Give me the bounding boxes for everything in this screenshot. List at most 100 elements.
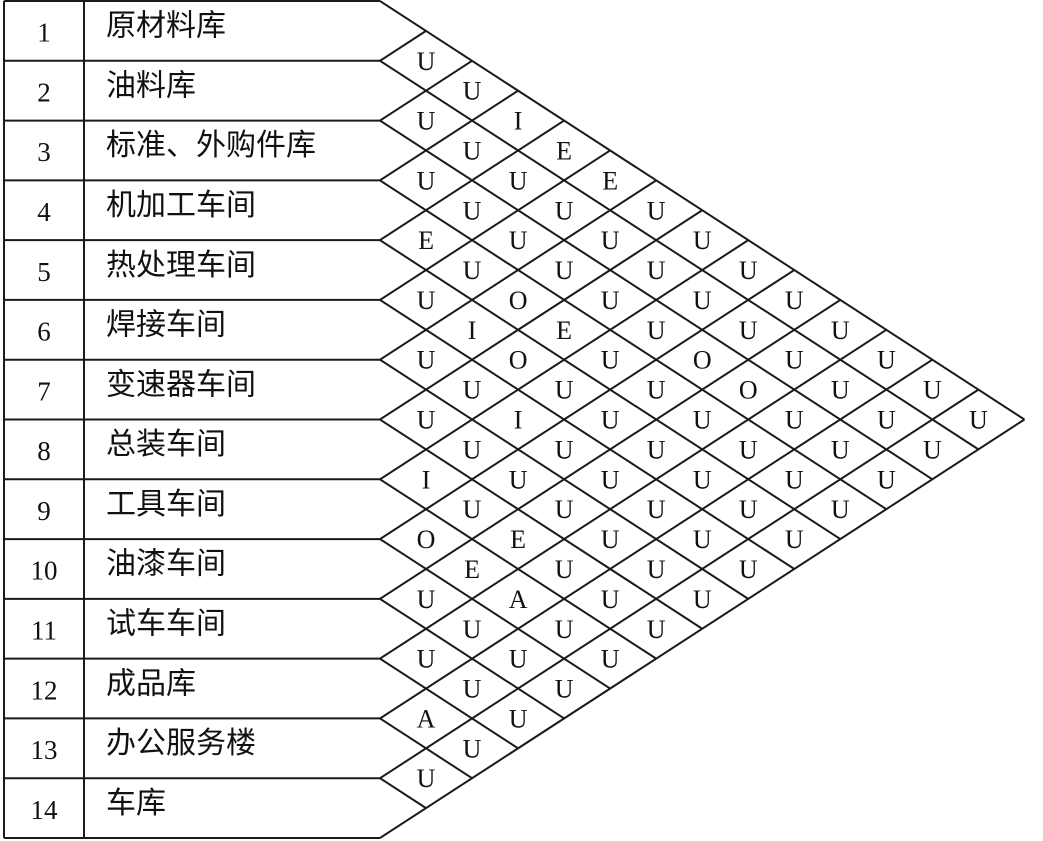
department-number: 8 bbox=[37, 436, 51, 466]
relationship-cell-8-11: E bbox=[510, 525, 526, 554]
relationship-cell-9-10: O bbox=[417, 525, 436, 554]
relationship-cell-5-11: U bbox=[647, 435, 666, 464]
department-number: 13 bbox=[31, 735, 58, 765]
relationship-cell-2-5: U bbox=[509, 166, 528, 195]
relationship-cell-9-13: U bbox=[555, 615, 574, 644]
department-number: 6 bbox=[37, 317, 51, 347]
relationship-cell-6-9: I bbox=[514, 406, 523, 435]
relationship-cell-11-14: U bbox=[509, 704, 528, 733]
relationship-cell-1-9: U bbox=[739, 256, 758, 285]
relationship-cell-1-14: U bbox=[969, 406, 988, 435]
relationship-cell-7-11: U bbox=[555, 495, 574, 524]
department-number: 9 bbox=[37, 496, 51, 526]
relationship-cell-3-6: U bbox=[509, 226, 528, 255]
department-name: 机加工车间 bbox=[106, 188, 256, 223]
relationship-cell-3-10: O bbox=[693, 346, 712, 375]
relationship-cell-2-7: U bbox=[601, 226, 620, 255]
department-number: 7 bbox=[37, 376, 51, 406]
row-divider-lines bbox=[4, 0, 380, 839]
relationship-cell-3-13: U bbox=[831, 435, 850, 464]
relationship-cell-5-8: O bbox=[509, 346, 528, 375]
grid-diagonal-up bbox=[379, 59, 473, 122]
relationship-cell-5-13: U bbox=[739, 495, 758, 524]
department-number: 5 bbox=[37, 257, 51, 287]
relationship-cell-1-4: I bbox=[514, 107, 523, 136]
grid-diagonal-up bbox=[379, 269, 795, 540]
department-number: 1 bbox=[37, 18, 51, 48]
relationship-cell-4-5: E bbox=[418, 226, 434, 255]
grid-diagonal-up bbox=[379, 328, 887, 660]
department-name: 变速器车间 bbox=[106, 367, 256, 402]
department-number: 2 bbox=[37, 77, 51, 107]
relationship-cell-6-14: U bbox=[739, 555, 758, 584]
department-name: 车库 bbox=[106, 786, 166, 821]
relationship-cell-7-8: U bbox=[417, 406, 436, 435]
relationship-cell-2-9: U bbox=[693, 286, 712, 315]
relationship-cell-7-12: U bbox=[601, 525, 620, 554]
relationship-cell-3-12: U bbox=[785, 406, 804, 435]
department-name: 原材料库 bbox=[106, 9, 226, 44]
relationship-cell-12-14: U bbox=[463, 734, 482, 763]
relationship-cell-13-14: U bbox=[417, 764, 436, 793]
relationship-cell-1-5: E bbox=[556, 136, 572, 165]
relationship-cell-4-9: U bbox=[601, 346, 620, 375]
relationship-cell-3-8: U bbox=[601, 286, 620, 315]
relationship-cell-4-11: U bbox=[693, 406, 712, 435]
department-number: 12 bbox=[31, 675, 58, 705]
grid-diagonal-down bbox=[379, 418, 703, 630]
relationship-cell-10-11: U bbox=[417, 585, 436, 614]
relationship-cell-5-9: U bbox=[555, 376, 574, 405]
relationship-cell-2-14: U bbox=[923, 435, 942, 464]
relationship-cell-8-12: U bbox=[555, 555, 574, 584]
grid-diagonal-up bbox=[379, 119, 565, 241]
department-name: 成品库 bbox=[106, 666, 196, 701]
relationship-cells: UUIEEUUUUUUUUUUUUUUUUUUUUUUUUUUOOUUUEUOE… bbox=[417, 47, 988, 793]
grid-diagonal-down bbox=[379, 657, 519, 750]
grid-diagonal-down bbox=[379, 179, 887, 511]
matrix-grid-lines bbox=[379, 0, 1025, 839]
grid-diagonal-up bbox=[379, 149, 611, 301]
relationship-cell-5-7: I bbox=[468, 316, 477, 345]
relationship-cell-2-13: U bbox=[877, 406, 896, 435]
relationship-cell-6-10: U bbox=[555, 435, 574, 464]
grid-diagonal-down bbox=[379, 777, 427, 809]
grid-diagonal-up bbox=[379, 179, 657, 361]
relationship-cell-5-14: U bbox=[785, 525, 804, 554]
relationship-cell-2-11: U bbox=[785, 346, 804, 375]
department-name: 油漆车间 bbox=[106, 547, 226, 582]
relationship-cell-6-13: U bbox=[693, 525, 712, 554]
relationship-cell-4-10: U bbox=[647, 376, 666, 405]
grid-diagonal-up bbox=[379, 388, 979, 780]
relationship-cell-4-6: U bbox=[463, 256, 482, 285]
relationship-cell-5-10: U bbox=[601, 406, 620, 435]
relationship-cell-6-11: U bbox=[601, 465, 620, 494]
relationship-cell-1-6: E bbox=[602, 166, 618, 195]
relationship-cell-12-13: A bbox=[417, 704, 436, 733]
grid-diagonal-down bbox=[379, 59, 979, 451]
department-name: 热处理车间 bbox=[106, 248, 256, 283]
relationship-cell-9-14: U bbox=[601, 645, 620, 674]
grid-diagonal-up bbox=[379, 418, 1025, 839]
department-name: 标准、外购件库 bbox=[106, 128, 316, 163]
relationship-cell-1-12: U bbox=[877, 346, 896, 375]
relationship-cell-11-13: U bbox=[463, 675, 482, 704]
relationship-cell-7-14: U bbox=[693, 585, 712, 614]
department-name: 办公服务楼 bbox=[106, 726, 256, 761]
grid-diagonal-up bbox=[379, 358, 933, 720]
relationship-cell-9-12: A bbox=[509, 585, 528, 614]
relationship-cell-8-14: U bbox=[647, 615, 666, 644]
department-name: 总装车间 bbox=[106, 427, 226, 462]
relationship-cell-1-11: U bbox=[831, 316, 850, 345]
relationship-cell-3-14: U bbox=[877, 465, 896, 494]
relationship-cell-6-12: U bbox=[647, 495, 666, 524]
department-name: 油料库 bbox=[106, 68, 196, 103]
relationship-cell-10-13: U bbox=[509, 645, 528, 674]
relationship-cell-8-9: I bbox=[422, 465, 431, 494]
relationship-cell-2-10: U bbox=[739, 316, 758, 345]
relationship-cell-5-12: U bbox=[693, 465, 712, 494]
relationship-cell-6-7: U bbox=[417, 346, 436, 375]
department-name: 焊接车间 bbox=[106, 308, 226, 343]
grid-diagonal-up bbox=[379, 30, 427, 62]
relationship-cell-1-10: U bbox=[785, 286, 804, 315]
